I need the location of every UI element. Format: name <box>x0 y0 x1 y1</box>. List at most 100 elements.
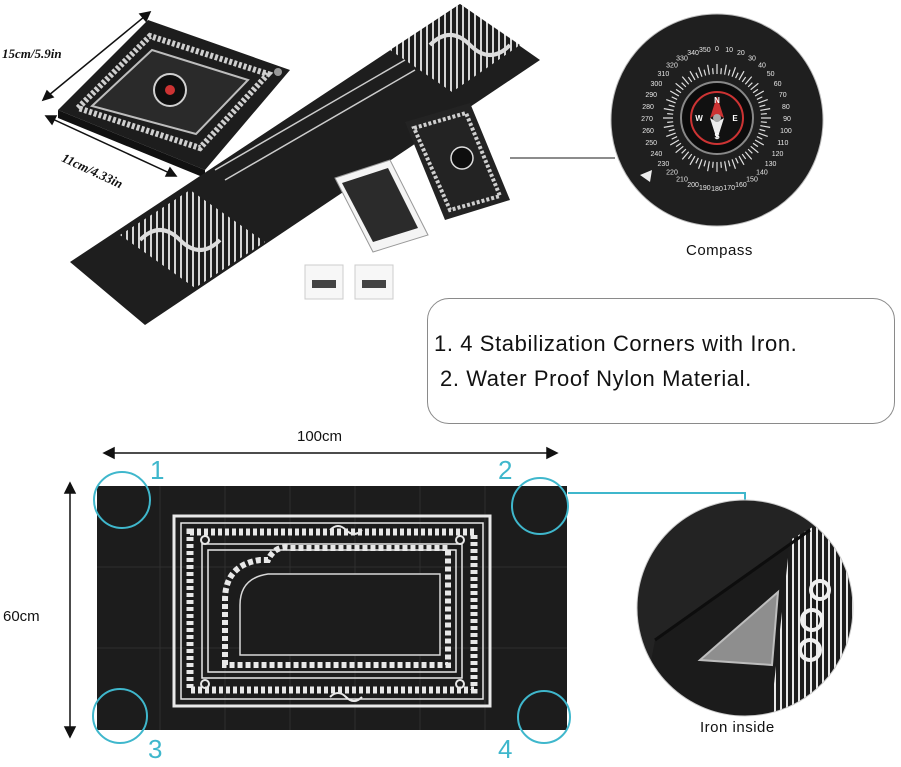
compass-tick <box>681 148 687 154</box>
compass-degree-label: 280 <box>642 104 654 111</box>
compass-degree-label: 120 <box>772 151 784 158</box>
small-pouch <box>405 103 510 220</box>
compass-degree-label: 220 <box>666 170 678 177</box>
folded-mat <box>70 4 540 325</box>
compass-degree-label: 80 <box>782 104 790 111</box>
compass-tick <box>731 67 737 77</box>
compass-tick <box>703 69 707 76</box>
compass-tick <box>754 139 765 146</box>
compass-tick <box>668 128 675 132</box>
compass-tick <box>731 159 737 169</box>
compass-tick <box>744 151 753 160</box>
compass-tick <box>724 161 727 172</box>
compass-degree-label: 300 <box>651 81 663 88</box>
compass-degree-label: 30 <box>748 55 756 62</box>
compass-tick <box>681 82 687 88</box>
compass-tick <box>754 90 765 97</box>
feature-1: 1. 4 Stabilization Corners with Iron. <box>434 331 798 356</box>
compass-degree-label: 260 <box>642 128 654 135</box>
compass-tick <box>727 69 731 76</box>
mat-dimension-arrows <box>63 446 559 739</box>
compass-tick <box>675 82 684 91</box>
compass-tick <box>756 136 763 140</box>
features-callout: 1. 4 Stabilization Corners with Iron. 2.… <box>427 298 895 424</box>
compass-tick <box>667 113 674 115</box>
compass-cardinal-letter: S <box>714 132 720 141</box>
compass-degree-label: 350 <box>699 47 711 54</box>
compass-tick <box>668 104 675 108</box>
compass-degree-label: 90 <box>783 116 791 123</box>
compass-tick <box>697 159 703 169</box>
compass-tick <box>760 108 771 111</box>
compass-degree-label: 250 <box>645 140 657 147</box>
compass-tick <box>758 132 768 138</box>
compass-tick <box>675 88 682 94</box>
compass-degree-label: 130 <box>765 161 777 168</box>
compass-degree-label: 160 <box>735 182 747 189</box>
compass-tick <box>724 64 727 75</box>
feature-2: 2. Water Proof Nylon Material. <box>440 366 752 391</box>
compass-degree-label: 310 <box>658 71 670 78</box>
iron-caption: Iron inside <box>700 719 775 736</box>
compass-tick <box>671 136 678 140</box>
compass-degree-label: 180 <box>711 186 723 193</box>
compass-cardinal-letter: N <box>714 96 720 105</box>
corner-number-4: 4 <box>498 734 513 764</box>
compass-tick <box>712 68 714 75</box>
compass-tick <box>675 145 684 154</box>
compass-tick <box>756 96 763 100</box>
compass-tick <box>752 88 759 94</box>
compass-tick <box>695 72 699 79</box>
compass-tick <box>720 161 722 168</box>
corner-number-1: 1 <box>150 455 165 485</box>
compass-tick <box>666 132 676 138</box>
compass-tick <box>703 160 707 167</box>
compass-cardinal-letter: W <box>695 114 703 123</box>
mat-width-label: 100cm <box>297 428 343 445</box>
compass-degree-label: 70 <box>779 92 787 99</box>
compass-tick <box>759 104 766 108</box>
compass-tick <box>752 142 759 148</box>
compass-tick <box>667 121 674 123</box>
compass-tick <box>747 148 753 154</box>
compass-tick <box>760 125 771 128</box>
compass-tick <box>760 121 767 123</box>
mat-height-label: 60cm <box>3 608 40 625</box>
compass-tick <box>687 153 693 160</box>
compass-tick <box>735 72 739 79</box>
compass-degree-label: 240 <box>651 151 663 158</box>
compass-tick <box>758 98 768 104</box>
compass-tick <box>738 70 745 81</box>
pouch-dimension-arrows <box>41 10 178 177</box>
pouch-height-label: 15cm/5.9in <box>2 46 62 61</box>
compass-degree-label: 330 <box>676 55 688 62</box>
compass-tick <box>727 160 731 167</box>
compass-tick <box>747 82 753 88</box>
compass-tick <box>744 76 753 85</box>
compass-degree-label: 200 <box>687 182 699 189</box>
compass-degree-label: 150 <box>746 177 758 184</box>
compass-degree-label: 290 <box>645 92 657 99</box>
compass-tick <box>750 82 759 91</box>
compass-degree-label: 40 <box>758 62 766 69</box>
compass-tick <box>741 153 747 160</box>
compass-degree-label: 20 <box>737 50 745 57</box>
compass-degree-label: 60 <box>774 81 782 88</box>
compass-degree-label: 100 <box>780 128 792 135</box>
compass-tick <box>735 157 739 164</box>
compass-tick <box>671 96 678 100</box>
compass-degree-label: 10 <box>725 47 733 54</box>
instruction-card <box>334 159 429 253</box>
compass-tick <box>707 161 710 172</box>
iron-closeup <box>637 500 853 716</box>
compass-degree-label: 340 <box>687 50 699 57</box>
compass-tick <box>669 139 680 146</box>
compass-tick <box>663 125 674 128</box>
compass-tick <box>669 90 680 97</box>
compass-tick <box>687 76 693 83</box>
zipper-pull-icon <box>274 68 282 76</box>
compass-tick <box>707 64 710 75</box>
flat-mat <box>97 486 567 730</box>
